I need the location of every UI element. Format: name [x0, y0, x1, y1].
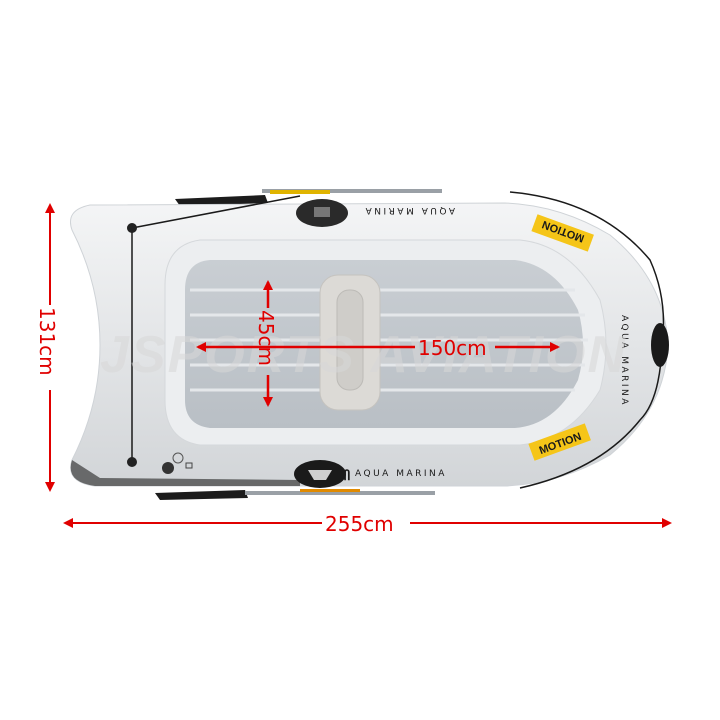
- svg-text:AQUA MARINA: AQUA MARINA: [619, 315, 629, 407]
- dimension-width-inner: 45cm: [254, 280, 278, 407]
- oar-top: [175, 189, 442, 206]
- floor-ribs: [190, 288, 588, 392]
- hull-shadow: [70, 460, 300, 486]
- valve-icon: [162, 462, 174, 474]
- svg-text:AQUA MARINA: AQUA MARINA: [363, 205, 455, 215]
- brand-top: AQUA MARINA: [363, 205, 455, 215]
- svg-text:131cm: 131cm: [35, 307, 59, 376]
- brand-bottom: AQUA MARINA: [355, 469, 447, 479]
- watermark: JSPORTS AVIATION: [100, 326, 627, 384]
- aqua-marina-logo-icon: ᗰ: [340, 467, 350, 483]
- handle-bow: [651, 323, 669, 367]
- brand-bow: AQUA MARINA: [619, 315, 629, 407]
- boat-floor: [185, 260, 583, 428]
- dimension-length-overall: 255cm: [63, 512, 672, 536]
- dimension-width-overall: 131cm: [35, 203, 59, 492]
- dimension-length-inner: 150cm: [196, 336, 560, 360]
- svg-text:150cm: 150cm: [418, 336, 487, 360]
- svg-text:255cm: 255cm: [325, 512, 394, 536]
- oar-bottom: [155, 489, 435, 500]
- svg-text:45cm: 45cm: [254, 310, 278, 366]
